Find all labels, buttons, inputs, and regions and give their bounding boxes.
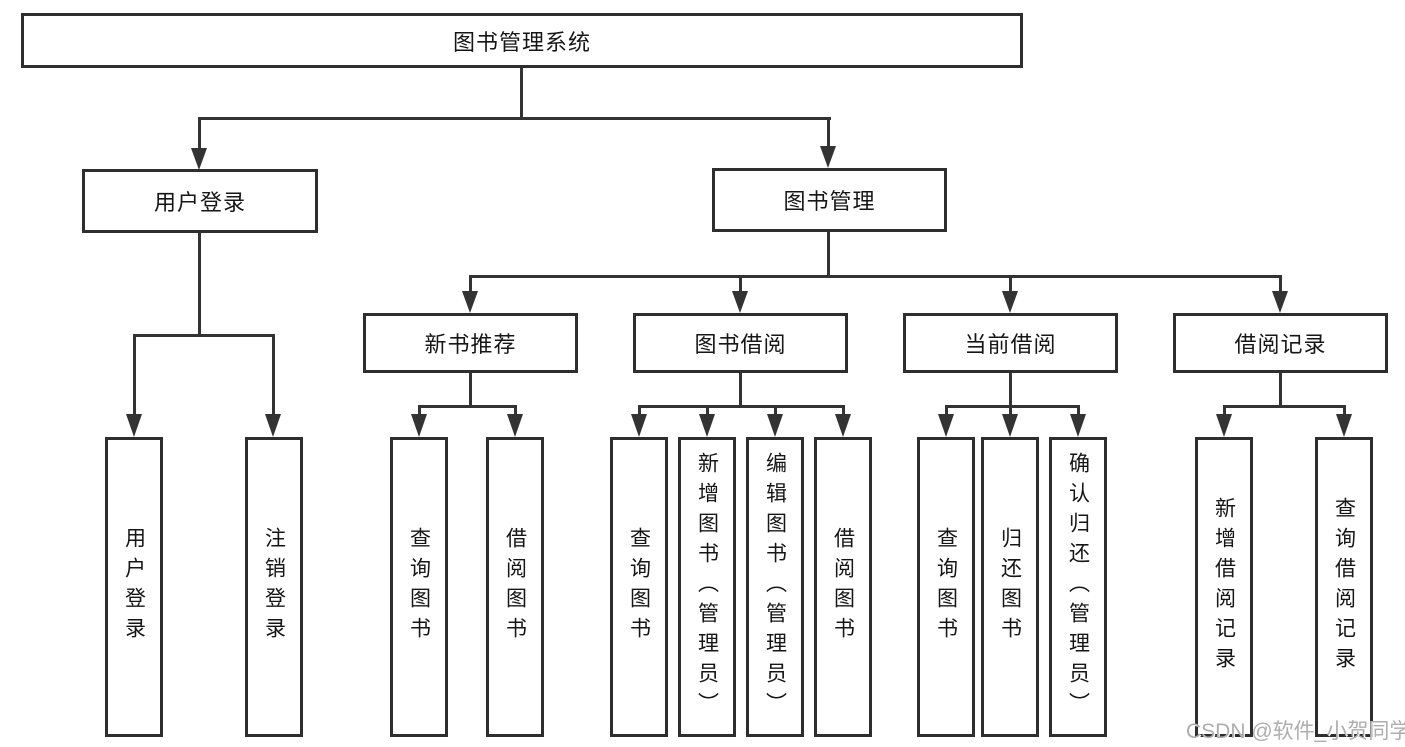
connector-line — [1077, 405, 1080, 417]
node-book-borrow: 图书借阅 — [633, 313, 848, 373]
leaf-label: 查询图书 — [407, 527, 431, 647]
arrowhead-down-icon — [411, 414, 427, 437]
leaf-label: 借阅图书 — [503, 527, 527, 647]
connector-line — [739, 373, 742, 407]
node-book-mgmt-label: 图书管理 — [783, 189, 876, 214]
leaf-label: 查询图书 — [627, 527, 651, 647]
connector-line — [1279, 373, 1282, 407]
connector-line — [133, 334, 275, 337]
arrowhead-down-icon — [1070, 414, 1086, 437]
arrowhead-down-icon — [1336, 414, 1352, 437]
connector-line — [638, 405, 845, 408]
leaf-borrow-book-1: 借阅图书 — [486, 437, 544, 737]
node-root: 图书管理系统 — [21, 13, 1023, 68]
leaf-borrow-book-2: 借阅图书 — [814, 437, 872, 737]
connector-line — [1009, 373, 1012, 407]
connector-line — [945, 405, 1080, 408]
leaf-label: 借阅图书 — [831, 527, 855, 647]
connector-line — [520, 68, 523, 120]
leaf-confirm-return: 确认归还（管理员） — [1049, 437, 1107, 737]
arrowhead-down-icon — [820, 146, 836, 168]
connector-line — [469, 275, 1282, 278]
node-user-login-label: 用户登录 — [153, 190, 246, 215]
connector-line — [133, 334, 136, 416]
connector-line — [1009, 405, 1012, 417]
connector-line — [469, 373, 472, 407]
leaf-label: 新增借阅记录 — [1212, 497, 1236, 677]
arrowhead-down-icon — [699, 414, 715, 437]
arrowhead-down-icon — [767, 414, 783, 437]
connector-line — [827, 117, 830, 148]
node-user-login: 用户登录 — [82, 169, 318, 233]
connector-line — [774, 405, 777, 417]
leaf-return-book: 归还图书 — [981, 437, 1039, 737]
leaf-logout: 注销登录 — [245, 437, 303, 737]
arrowhead-down-icon — [462, 291, 478, 313]
connector-line — [1279, 275, 1282, 293]
connector-line — [827, 232, 830, 278]
leaf-label: 编辑图书（管理员） — [763, 452, 787, 722]
connector-line — [469, 275, 472, 293]
node-current-borrow: 当前借阅 — [903, 313, 1118, 373]
node-current-borrow-label: 当前借阅 — [964, 332, 1057, 357]
connector-line — [418, 405, 517, 408]
arrowhead-down-icon — [1002, 414, 1018, 437]
connector-line — [198, 117, 831, 120]
leaf-add-borrow-rec: 新增借阅记录 — [1195, 437, 1253, 737]
node-borrow-records: 借阅记录 — [1173, 313, 1388, 373]
connector-line — [1223, 405, 1346, 408]
node-book-mgmt: 图书管理 — [712, 168, 947, 232]
leaf-add-book-admin: 新增图书（管理员） — [678, 437, 736, 737]
node-root-label: 图书管理系统 — [452, 29, 591, 55]
connector-line — [945, 405, 948, 417]
leaf-label: 用户登录 — [122, 527, 146, 647]
arrowhead-down-icon — [265, 414, 281, 437]
connector-line — [1223, 405, 1226, 417]
node-new-book-rec-label: 新书推荐 — [424, 332, 517, 357]
arrowhead-down-icon — [835, 414, 851, 437]
leaf-label: 查询借阅记录 — [1332, 497, 1356, 677]
arrowhead-down-icon — [1216, 414, 1232, 437]
leaf-label: 归还图书 — [998, 527, 1022, 647]
arrowhead-down-icon — [732, 291, 748, 313]
leaf-edit-book-admin: 编辑图书（管理员） — [746, 437, 804, 737]
leaf-label: 查询图书 — [934, 527, 958, 647]
arrowhead-down-icon — [938, 414, 954, 437]
leaf-query-book-3: 查询图书 — [917, 437, 975, 737]
arrowhead-down-icon — [126, 414, 142, 437]
connector-line — [418, 405, 421, 417]
connector-line — [514, 405, 517, 417]
arrowhead-down-icon — [1002, 291, 1018, 313]
connector-line — [1009, 275, 1012, 293]
arrowhead-down-icon — [191, 148, 207, 170]
arrowhead-down-icon — [1272, 291, 1288, 313]
node-book-borrow-label: 图书借阅 — [694, 332, 787, 357]
csdn-watermark: CSDN @软件_小贺同学 — [1186, 720, 1405, 743]
connector-line — [638, 405, 641, 417]
leaf-user-login: 用户登录 — [105, 437, 163, 737]
connector-line — [198, 233, 201, 337]
connector-line — [198, 117, 201, 150]
connector-line — [706, 405, 709, 417]
connector-line — [842, 405, 845, 417]
leaf-query-book-2: 查询图书 — [610, 437, 668, 737]
node-borrow-records-label: 借阅记录 — [1234, 332, 1327, 357]
connector-line — [272, 334, 275, 416]
leaf-query-book-1: 查询图书 — [390, 437, 448, 737]
leaf-label: 新增图书（管理员） — [695, 452, 719, 722]
leaf-label: 确认归还（管理员） — [1066, 452, 1090, 722]
arrowhead-down-icon — [631, 414, 647, 437]
connector-line — [739, 275, 742, 293]
leaf-label: 注销登录 — [262, 527, 286, 647]
node-new-book-rec: 新书推荐 — [363, 313, 578, 373]
leaf-query-borrow-rec: 查询借阅记录 — [1315, 437, 1373, 737]
connector-line — [1343, 405, 1346, 417]
arrowhead-down-icon — [507, 414, 523, 437]
